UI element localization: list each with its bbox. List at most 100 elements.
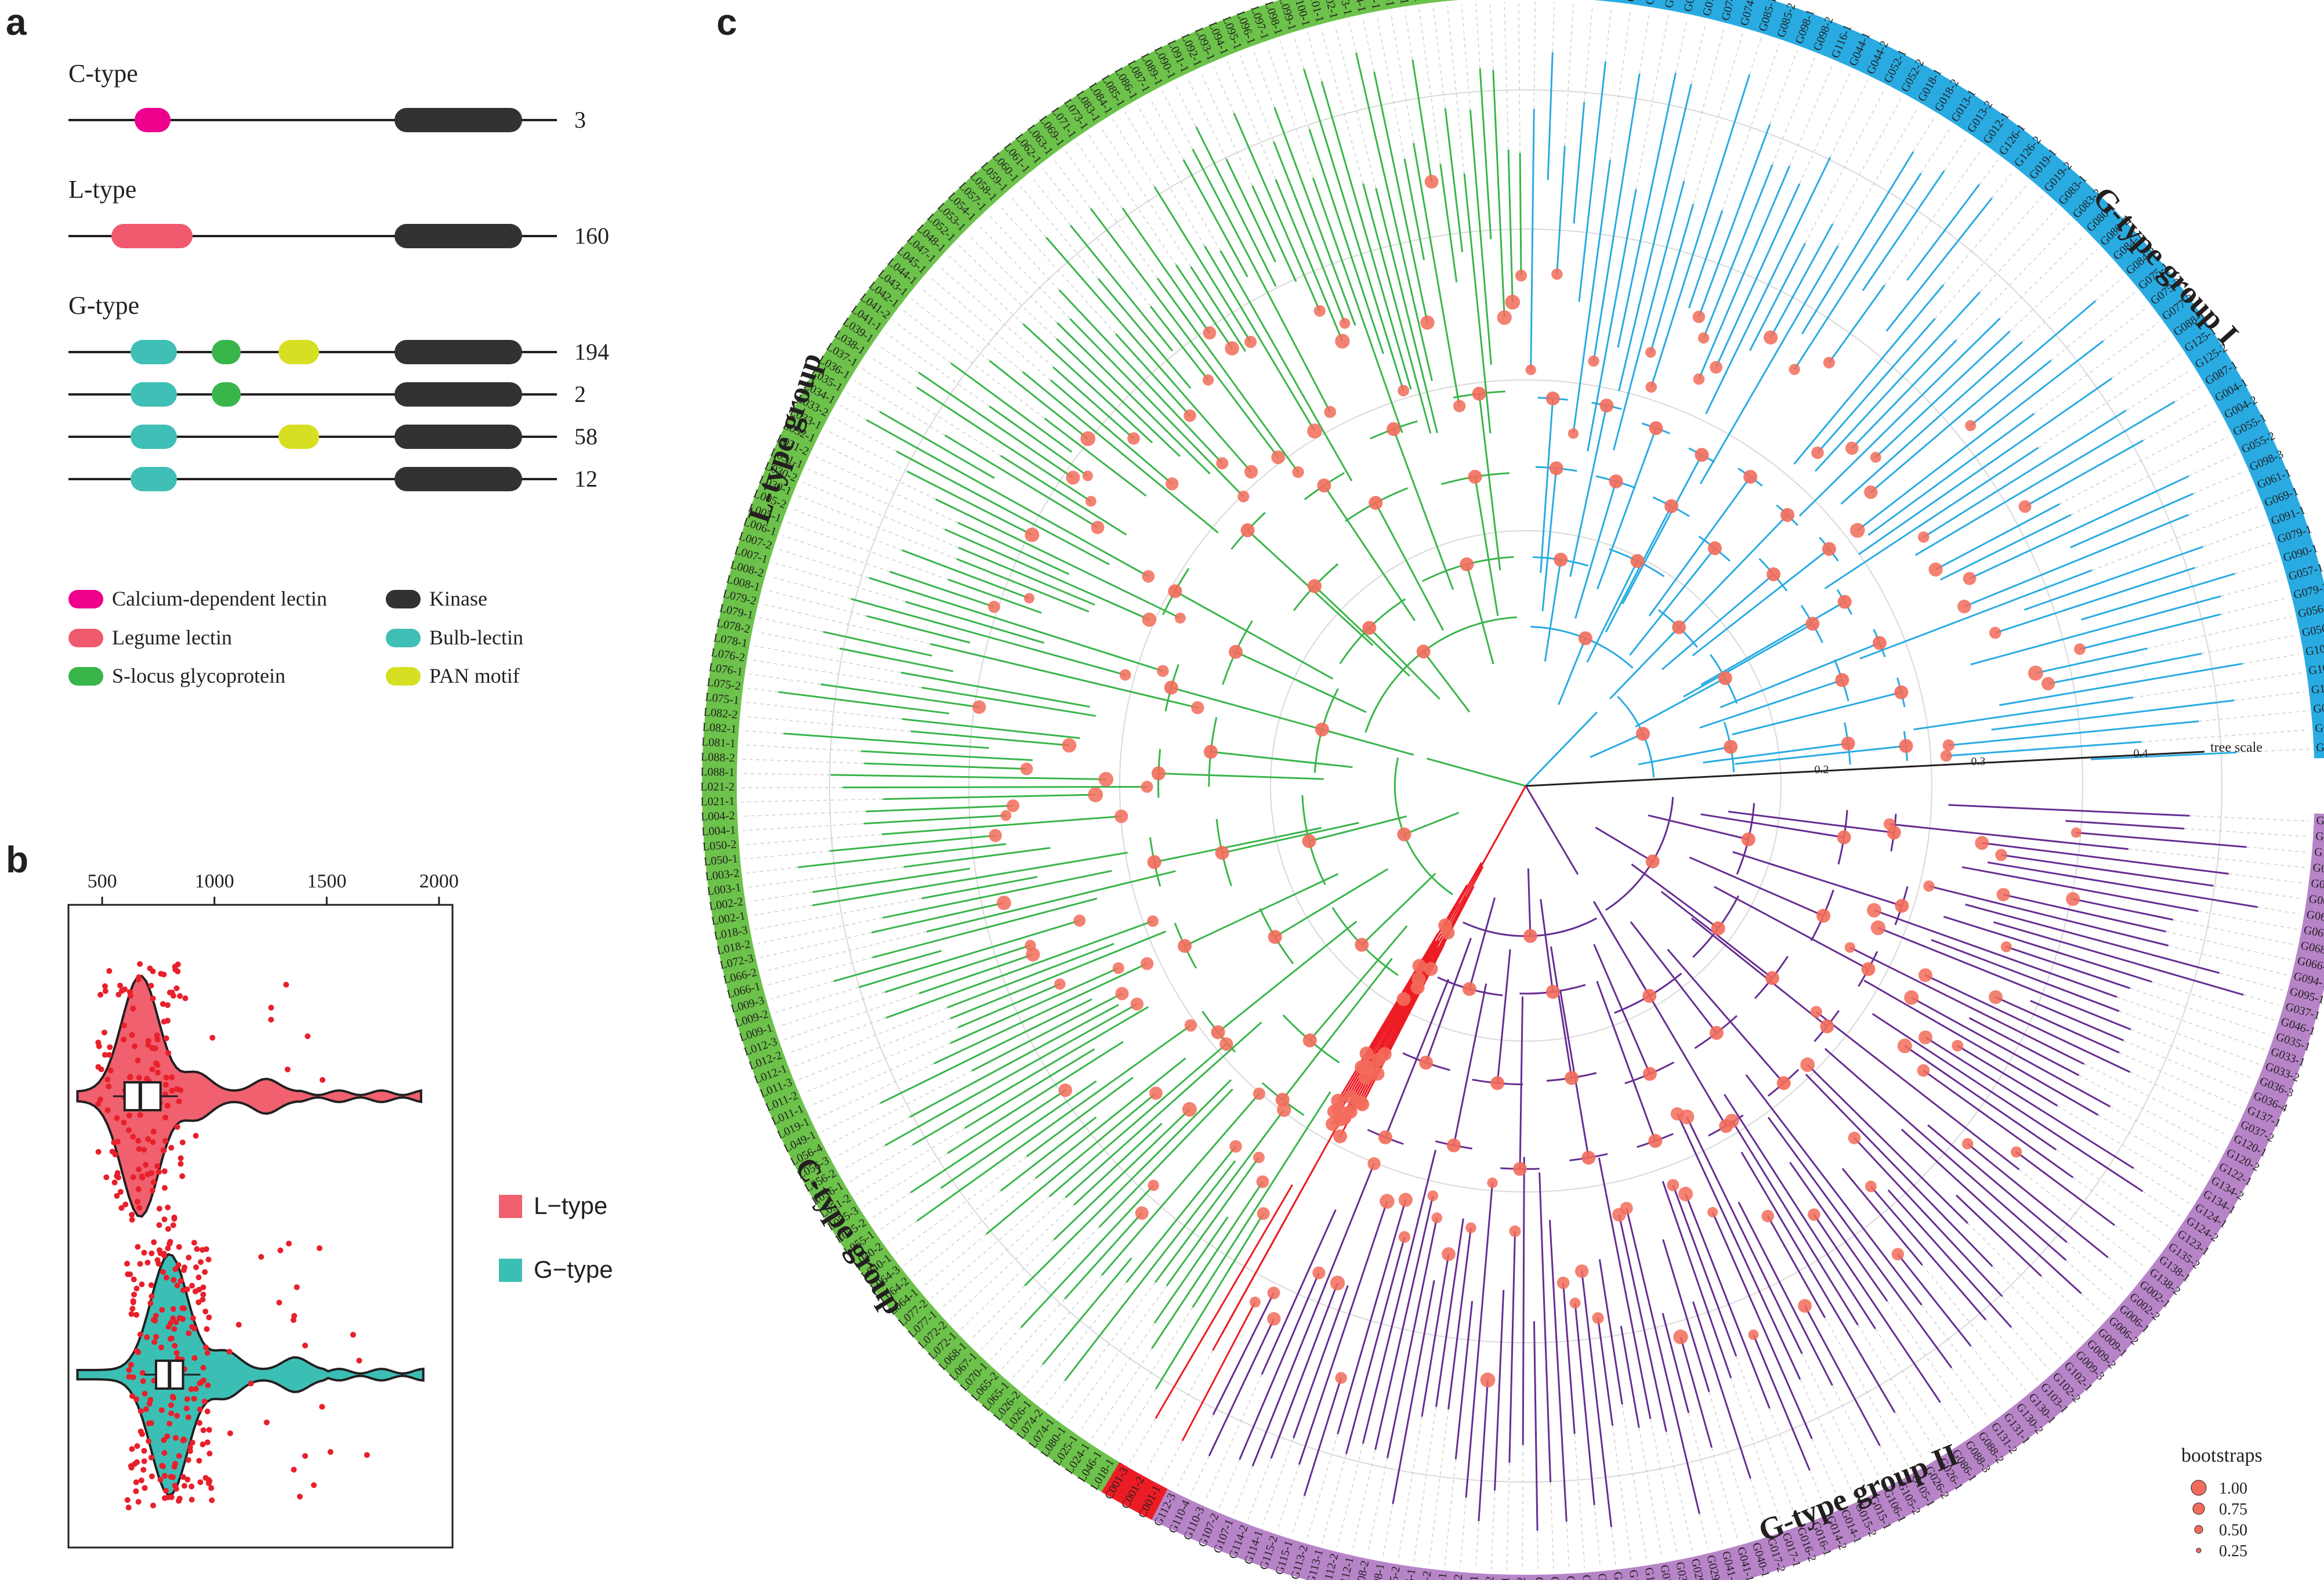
data-point xyxy=(167,1238,173,1245)
data-point xyxy=(103,1174,110,1180)
data-point xyxy=(153,1313,159,1319)
data-point xyxy=(170,1395,176,1401)
terminal-branch xyxy=(1849,947,2085,1065)
data-point xyxy=(107,1044,113,1050)
data-point xyxy=(191,1325,197,1332)
data-point xyxy=(176,1098,182,1104)
bootstrap-dot xyxy=(1841,736,1855,751)
data-point xyxy=(187,1448,193,1454)
bootstrap-dot xyxy=(1147,915,1159,927)
terminal-branch xyxy=(1469,110,1492,365)
leaf-leader xyxy=(913,1177,1036,1277)
bootstrap-dot xyxy=(1073,914,1086,927)
internal-branch xyxy=(1322,729,1414,756)
bootstrap-dot xyxy=(1996,887,2010,901)
terminal-branch xyxy=(1887,1189,2012,1328)
data-point xyxy=(97,991,104,998)
leaf-leader xyxy=(749,673,821,685)
bootstrap-dot xyxy=(1556,1276,1570,1289)
bootstrap-dot xyxy=(1743,470,1758,484)
bulb-domain xyxy=(131,467,177,491)
internal-branch xyxy=(1422,651,1471,713)
leaf-leader xyxy=(1320,28,1364,184)
leaf-leader xyxy=(978,224,1070,320)
leaf-leader xyxy=(2084,1063,2228,1136)
terminal-branch xyxy=(1581,1271,1613,1527)
data-point xyxy=(151,1339,158,1345)
leaf-leader xyxy=(2081,1293,2105,1316)
data-point xyxy=(226,1349,233,1355)
leaf-leader xyxy=(1708,1391,1754,1537)
bootstrap-dot xyxy=(1707,541,1722,556)
leaf-leader xyxy=(1970,1346,2014,1400)
internal-branch xyxy=(1337,963,1424,1110)
terminal-branch xyxy=(1298,1201,1388,1465)
bootstrap-dot xyxy=(1505,295,1521,310)
terminal-branch xyxy=(1698,124,1771,317)
bootstrap-dot xyxy=(1917,1064,1930,1077)
x-tick-label: 500 xyxy=(88,871,117,892)
data-point xyxy=(168,1144,175,1151)
terminal-branch xyxy=(1098,278,1192,389)
terminal-branch xyxy=(964,1048,1095,1129)
data-point xyxy=(136,1205,143,1211)
leaf-leader xyxy=(1239,55,1275,142)
leaf-leader xyxy=(902,309,1045,419)
leaf-leader xyxy=(759,617,824,633)
terminal-branch xyxy=(1337,1200,1407,1434)
bootstrap-legend-label: 0.75 xyxy=(2219,1501,2247,1519)
bootstrap-dot xyxy=(2000,941,2012,952)
leaf-leader xyxy=(1367,1458,1388,1554)
leaf-leader xyxy=(1922,1264,2026,1391)
terminal-branch xyxy=(1995,996,2120,1054)
data-point xyxy=(173,1350,180,1356)
bootstrap-dot xyxy=(1112,962,1124,974)
data-point xyxy=(160,1463,166,1469)
terminal-branch xyxy=(1692,1301,1751,1479)
leaf-label: L088-2 xyxy=(701,751,736,764)
leaf-leader xyxy=(792,508,903,551)
bootstrap-dot xyxy=(1672,620,1686,635)
bootstrap-dot xyxy=(1335,1372,1347,1384)
terminal-branch xyxy=(1035,1057,1186,1179)
terminal-branch xyxy=(1598,1259,1623,1405)
data-point xyxy=(316,1245,323,1251)
leaf-leader xyxy=(1213,66,1235,114)
terminal-branch xyxy=(783,733,989,749)
data-point xyxy=(197,1259,204,1265)
terminal-branch xyxy=(2006,945,2130,990)
bootstrap-dot xyxy=(1645,854,1660,869)
data-point xyxy=(200,1291,207,1298)
bootstrap-dot xyxy=(1000,810,1012,821)
terminal-branch xyxy=(1805,1074,1993,1267)
leaf-leader xyxy=(911,298,990,361)
bootstrap-dot xyxy=(1487,1177,1498,1188)
data-point xyxy=(126,1374,132,1380)
bootstrap-legend-label: 1.00 xyxy=(2219,1480,2247,1498)
terminal-branch xyxy=(1548,1220,1568,1522)
leaf-leader xyxy=(1218,1459,1240,1508)
terminal-branch xyxy=(1828,284,1885,364)
leaf-label: G127-2 xyxy=(2316,814,2324,829)
leaf-leader xyxy=(1943,183,2029,285)
domain-count: 2 xyxy=(574,381,586,407)
leaf-leader xyxy=(1809,1470,1827,1511)
leaf-leader xyxy=(1307,32,1322,82)
leaf-leader xyxy=(1830,79,1868,158)
bootstrap-dot xyxy=(1612,1208,1626,1222)
leaf-leader xyxy=(1749,38,1762,75)
data-point xyxy=(129,1212,135,1218)
leaf-leader xyxy=(1635,15,1669,190)
leaf-leader xyxy=(815,1063,935,1119)
bootstrap-dot xyxy=(1024,593,1035,604)
data-point xyxy=(150,995,156,1002)
bootstrap-dot xyxy=(1837,595,1852,609)
data-point xyxy=(149,1250,155,1256)
data-point xyxy=(158,1407,165,1414)
data-point xyxy=(171,1277,177,1283)
internal-branch xyxy=(1384,979,1450,1138)
data-point xyxy=(167,1336,173,1342)
terminal-branch xyxy=(1769,223,1834,338)
bootstrap-dot xyxy=(1468,469,1482,484)
terminal-branch xyxy=(1859,569,2093,660)
